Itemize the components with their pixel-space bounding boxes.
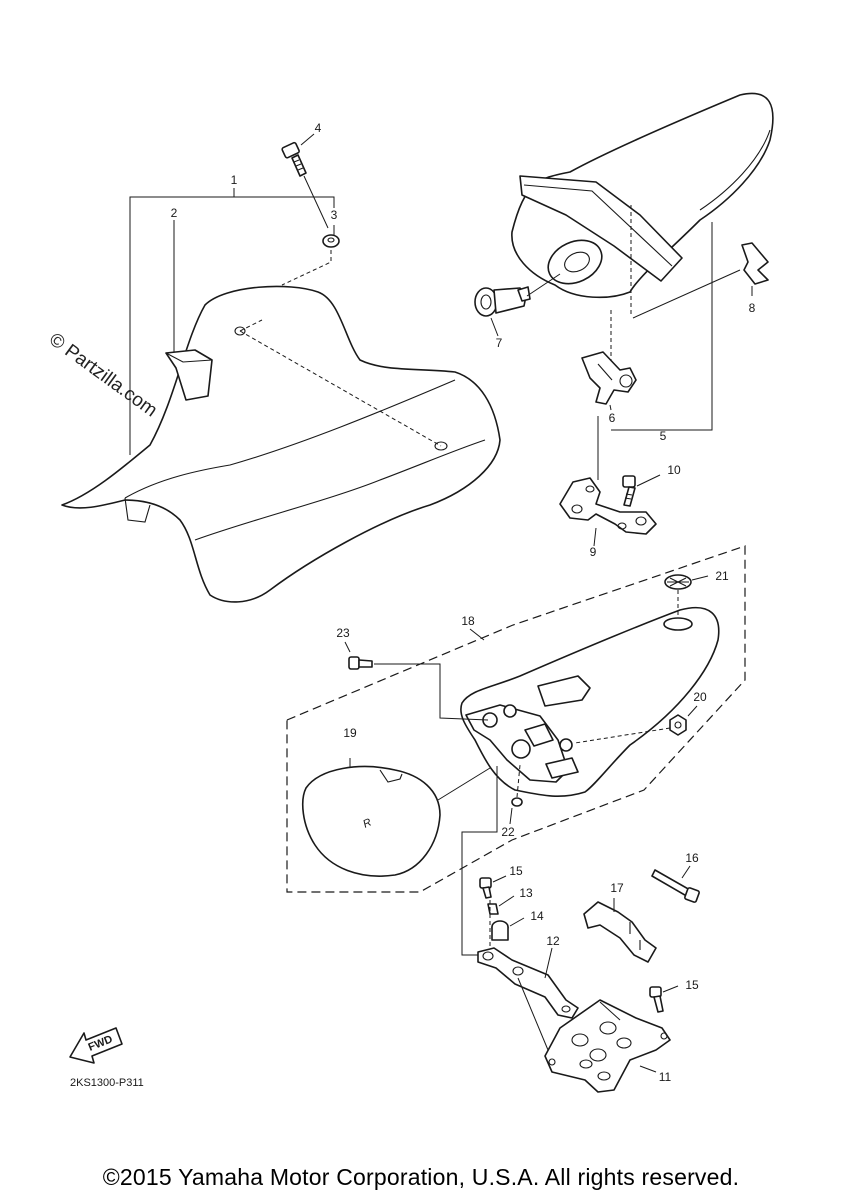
callout-1-bracket <box>129 188 335 455</box>
nut-22-lead <box>509 807 513 825</box>
cowl-assembly-box <box>286 545 746 893</box>
bolt-23-lead <box>344 641 351 653</box>
callout-17: 17 <box>610 881 624 895</box>
clip-8-line <box>632 269 741 319</box>
plate-11-lead <box>639 1065 657 1073</box>
bolt-4 <box>281 141 307 177</box>
callout-21: 21 <box>715 569 729 583</box>
callout-22: 22 <box>501 825 515 839</box>
collar-13-lead <box>498 895 515 907</box>
grommet-21 <box>664 574 692 590</box>
diagram-code: 2KS1300-P311 <box>70 1077 144 1089</box>
rider-seat <box>61 285 501 603</box>
base-plate-11 <box>544 999 671 1093</box>
callout-18: 18 <box>461 614 475 628</box>
cowl-18-lead <box>469 628 485 641</box>
rear-seat-cowl <box>511 92 774 299</box>
callout-19: 19 <box>343 726 357 740</box>
bolt-15-lower <box>649 986 664 1013</box>
callout-numbers: 1 2 3 4 5 6 7 8 9 10 11 12 13 14 15 15 1… <box>171 121 756 1084</box>
seat-latch-6 <box>581 351 637 405</box>
bracket-9-lead <box>593 527 597 547</box>
bolt-4-line <box>303 175 329 229</box>
bolt-10 <box>622 475 636 507</box>
callout-7: 7 <box>496 336 503 350</box>
damper-14-lead <box>509 917 525 927</box>
key-lock-7 <box>474 286 531 317</box>
collar-13 <box>487 903 499 915</box>
lock-7-line <box>526 273 561 297</box>
callout-4: 4 <box>315 121 322 135</box>
bolt-23 <box>348 656 373 670</box>
plate-line-a <box>517 977 549 1051</box>
nut-22-line <box>516 764 521 798</box>
grommet-21-lead <box>691 575 709 581</box>
callout-23: 23 <box>336 626 350 640</box>
cover-19-line <box>437 767 491 801</box>
bolt-15-upper <box>479 877 492 899</box>
band-16-lead <box>681 865 691 879</box>
callout-11: 11 <box>659 1070 672 1084</box>
nut-20-lead <box>687 705 698 717</box>
damper-14 <box>491 920 509 941</box>
callout-2: 2 <box>171 206 178 220</box>
plate-line-b <box>599 1001 621 1021</box>
bolt-15-lower-lead <box>662 985 679 993</box>
bolt-15-upper-lead <box>492 875 507 883</box>
nut-20 <box>669 714 687 736</box>
latch-bracket-9 <box>559 477 657 535</box>
copyright-notice: ©2015 Yamaha Motor Corporation, U.S.A. A… <box>102 1164 740 1190</box>
nut-22 <box>511 797 523 807</box>
seat-cover-19: R <box>301 765 441 877</box>
callout-15-upper: 15 <box>509 864 523 878</box>
cowl-to-stay-line <box>461 766 498 956</box>
callout-5-bracket <box>611 222 713 431</box>
callout-20: 20 <box>693 690 707 704</box>
stay-12 <box>477 947 579 1019</box>
fwd-arrow-icon: FWD <box>69 1027 123 1064</box>
callout-8: 8 <box>749 301 756 315</box>
callout-13: 13 <box>519 886 533 900</box>
seat-cowl-18 <box>460 606 720 797</box>
nut-20-line <box>574 727 671 744</box>
stay-12-lead <box>544 947 553 979</box>
callout-16: 16 <box>685 851 699 865</box>
lock-7-lead <box>490 317 499 337</box>
callout-1: 1 <box>231 173 238 187</box>
clip-8 <box>741 242 769 285</box>
washer-3 <box>322 234 340 248</box>
seat-fastener-line <box>239 330 442 447</box>
watermark-text: © Partzilla.com <box>45 329 161 421</box>
bolt-23-line <box>374 663 489 721</box>
callout-10: 10 <box>667 463 681 477</box>
bracket-17 <box>583 901 657 963</box>
bolt-4-lead <box>300 133 315 146</box>
bolt-10-lead <box>636 474 661 487</box>
callout-5: 5 <box>660 429 667 443</box>
callout-14: 14 <box>530 909 544 923</box>
callout-12: 12 <box>546 934 560 948</box>
callout-6: 6 <box>609 411 616 425</box>
callout-15-lower: 15 <box>685 978 699 992</box>
washer-3-line <box>281 250 332 286</box>
callout-9: 9 <box>590 545 597 559</box>
latch-6-lead <box>609 404 612 411</box>
callout-3: 3 <box>331 208 338 222</box>
cable-tie-16 <box>651 869 700 903</box>
